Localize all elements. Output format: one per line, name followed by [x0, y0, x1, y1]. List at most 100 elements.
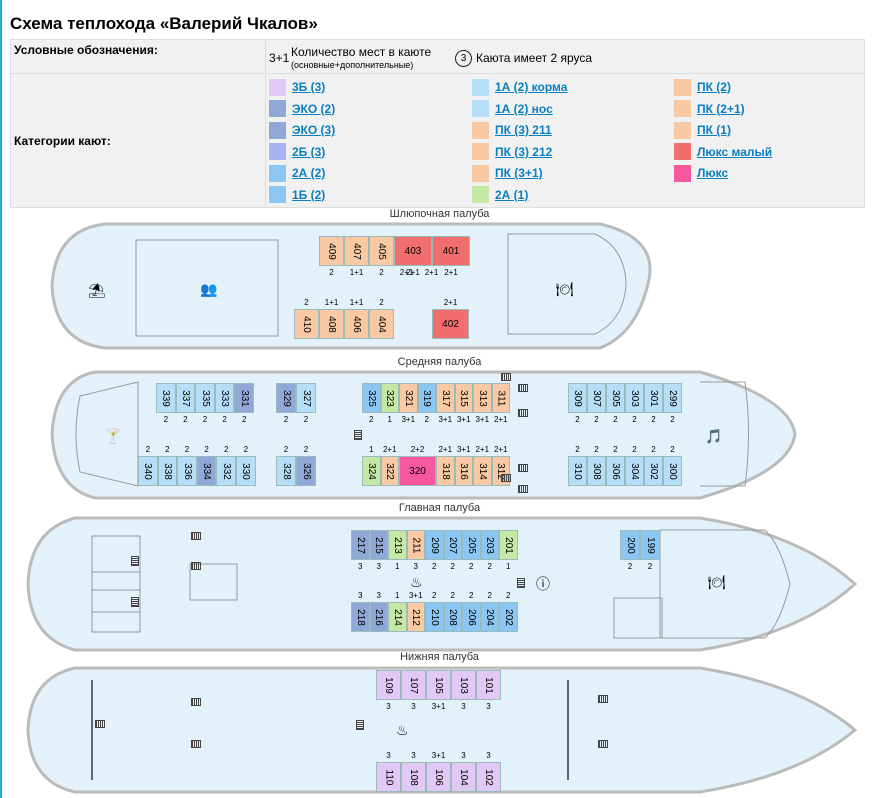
category-item[interactable]: ЭКО (3) — [269, 120, 335, 140]
category-item[interactable]: 2Б (3) — [269, 142, 325, 162]
category-link[interactable]: Люкс малый — [697, 144, 773, 159]
cabin-305[interactable]: 305 — [606, 383, 625, 413]
cabin-101[interactable]: 101 — [476, 670, 501, 700]
cabin-217[interactable]: 217 — [351, 530, 370, 560]
cabin-319[interactable]: 319 — [417, 383, 436, 413]
cabin-301[interactable]: 301 — [644, 383, 663, 413]
cabin-212[interactable]: 212 — [406, 602, 425, 632]
cabin-308[interactable]: 308 — [587, 456, 606, 486]
cabin-103[interactable]: 103 — [451, 670, 476, 700]
category-link[interactable]: ПК (3) 211 — [495, 123, 552, 137]
cabin-407[interactable]: 407 — [344, 236, 369, 266]
cabin-333[interactable]: 333 — [214, 383, 235, 413]
cabin-401[interactable]: 401 — [432, 236, 470, 266]
category-link[interactable]: ПК (3+1) — [495, 166, 543, 180]
cabin-208[interactable]: 208 — [443, 602, 462, 632]
category-link[interactable]: ЭКО (3) — [292, 123, 336, 137]
cabin-201[interactable]: 201 — [499, 530, 518, 560]
category-item[interactable]: 2А (2) — [269, 163, 325, 183]
cabin-317[interactable]: 317 — [436, 383, 455, 413]
cabin-340[interactable]: 340 — [138, 456, 158, 486]
cabin-105[interactable]: 105 — [426, 670, 451, 700]
cabin-218[interactable]: 218 — [351, 602, 370, 632]
cabin-109[interactable]: 109 — [376, 670, 401, 700]
cabin-402[interactable]: 402 — [432, 309, 469, 339]
cabin-213[interactable]: 213 — [388, 530, 407, 560]
cabin-215[interactable]: 215 — [369, 530, 388, 560]
cabin-199[interactable]: 199 — [640, 530, 660, 560]
cabin-408[interactable]: 408 — [319, 309, 344, 339]
category-link[interactable]: ПК (1) — [697, 123, 731, 137]
cabin-209[interactable]: 209 — [425, 530, 444, 560]
cabin-404[interactable]: 404 — [369, 309, 394, 339]
cabin-409[interactable]: 409 — [319, 236, 344, 266]
cabin-329[interactable]: 329 — [276, 383, 296, 413]
category-item[interactable]: ПК (1) — [674, 120, 731, 140]
cabin-335[interactable]: 335 — [195, 383, 215, 413]
cabin-336[interactable]: 336 — [177, 456, 197, 486]
cabin-318[interactable]: 318 — [436, 456, 455, 486]
cabin-207[interactable]: 207 — [443, 530, 462, 560]
category-item[interactable]: ПК (2) — [674, 77, 731, 97]
cabin-327[interactable]: 327 — [296, 383, 316, 413]
cabin-331[interactable]: 331 — [234, 383, 254, 413]
cabin-323[interactable]: 323 — [380, 383, 399, 413]
cabin-202[interactable]: 202 — [499, 602, 518, 632]
cabin-328[interactable]: 328 — [276, 456, 296, 486]
cabin-216[interactable]: 216 — [369, 602, 388, 632]
cabin-320[interactable]: 320 — [399, 456, 436, 486]
category-item[interactable]: 3Б (3) — [269, 77, 325, 97]
category-link[interactable]: 1А (2) корма — [495, 80, 568, 94]
category-link[interactable]: ЭКО (2) — [292, 101, 336, 116]
cabin-203[interactable]: 203 — [480, 530, 499, 560]
cabin-107[interactable]: 107 — [401, 670, 426, 700]
cabin-410[interactable]: 410 — [294, 309, 319, 339]
cabin-314[interactable]: 314 — [473, 456, 492, 486]
cabin-315[interactable]: 315 — [454, 383, 473, 413]
cabin-104[interactable]: 104 — [451, 762, 476, 792]
cabin-324[interactable]: 324 — [362, 456, 381, 486]
category-item[interactable]: 2А (1) — [472, 185, 528, 205]
cabin-205[interactable]: 205 — [462, 530, 481, 560]
category-item[interactable]: Люкс малый — [674, 142, 772, 162]
category-link[interactable]: ПК (3) 212 — [495, 144, 553, 159]
category-item[interactable]: 1А (2) корма — [472, 77, 567, 97]
cabin-106[interactable]: 106 — [426, 762, 451, 792]
cabin-334[interactable]: 334 — [196, 456, 217, 486]
cabin-403[interactable]: 403 — [394, 236, 432, 266]
cabin-204[interactable]: 204 — [480, 602, 499, 632]
category-item[interactable]: Люкс — [674, 163, 728, 183]
cabin-102[interactable]: 102 — [476, 762, 501, 792]
cabin-110[interactable]: 110 — [376, 762, 401, 792]
cabin-325[interactable]: 325 — [362, 383, 381, 413]
category-link[interactable]: 2А (1) — [495, 187, 529, 202]
cabin-299[interactable]: 299 — [663, 383, 682, 413]
cabin-406[interactable]: 406 — [344, 309, 369, 339]
cabin-310[interactable]: 310 — [568, 456, 587, 486]
category-item[interactable]: 1Б (2) — [269, 185, 325, 205]
cabin-313[interactable]: 313 — [473, 383, 492, 413]
cabin-214[interactable]: 214 — [388, 602, 407, 632]
cabin-332[interactable]: 332 — [216, 456, 236, 486]
cabin-304[interactable]: 304 — [625, 456, 644, 486]
cabin-316[interactable]: 316 — [454, 456, 473, 486]
category-link[interactable]: ПК (2) — [697, 80, 731, 94]
category-item[interactable]: ПК (3) 212 — [472, 142, 552, 162]
cabin-326[interactable]: 326 — [296, 456, 316, 486]
cabin-200[interactable]: 200 — [620, 530, 640, 560]
cabin-339[interactable]: 339 — [156, 383, 176, 413]
category-link[interactable]: 1А (2) нос — [495, 101, 553, 116]
cabin-321[interactable]: 321 — [399, 383, 418, 413]
category-link[interactable]: 3Б (3) — [292, 80, 326, 94]
cabin-206[interactable]: 206 — [462, 602, 481, 632]
cabin-337[interactable]: 337 — [175, 383, 196, 413]
category-link[interactable]: 2А (2) — [292, 166, 326, 180]
cabin-108[interactable]: 108 — [401, 762, 426, 792]
cabin-338[interactable]: 338 — [157, 456, 178, 486]
category-link[interactable]: 2Б (3) — [292, 144, 326, 159]
cabin-300[interactable]: 300 — [663, 456, 682, 486]
cabin-306[interactable]: 306 — [606, 456, 625, 486]
cabin-302[interactable]: 302 — [644, 456, 663, 486]
cabin-311[interactable]: 311 — [491, 383, 510, 413]
category-item[interactable]: ПК (3+1) — [472, 163, 543, 183]
